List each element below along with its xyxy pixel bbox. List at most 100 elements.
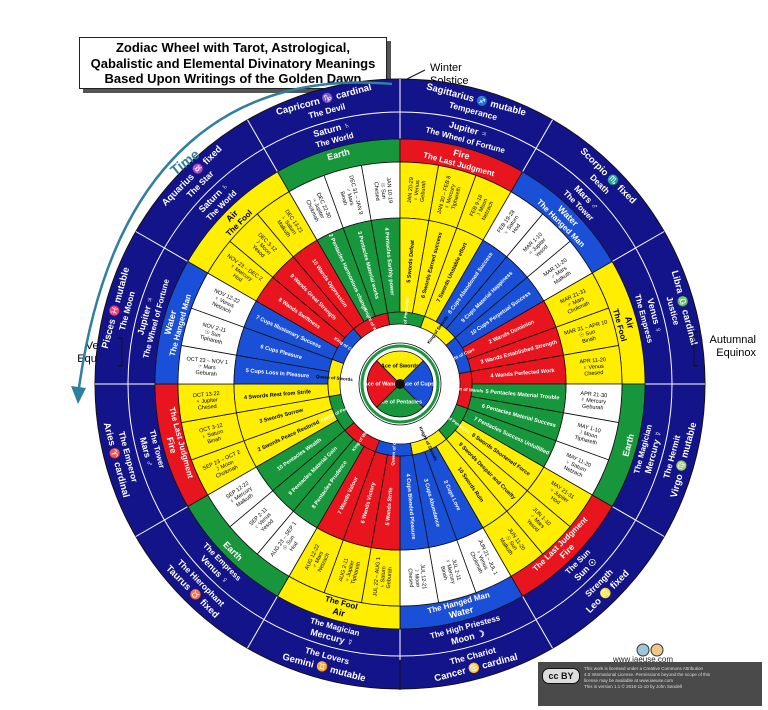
- time-arrow: [76, 81, 393, 396]
- decan-text: JAN 20-29: [407, 177, 415, 203]
- court-card-sector: [353, 312, 391, 339]
- decan-text: Hod: [231, 273, 243, 284]
- minor-card-text: 4 Wands Perfected Work: [490, 368, 555, 380]
- decan-text: Binah: [582, 336, 597, 345]
- license-line: This work is licensed under a Creative C…: [584, 666, 704, 671]
- minor-card-text-group: 4 Swords Rest from Strife: [244, 389, 312, 401]
- decan-text: Chesed: [406, 568, 414, 587]
- sign-divider: [135, 506, 189, 537]
- ace-label: Ace of Pentacles: [378, 400, 422, 406]
- decan-text: APR 21-30: [580, 391, 607, 399]
- minor-card-text: 4 Pentacles Earthly power: [383, 227, 395, 296]
- decan-text: Binah: [339, 191, 348, 206]
- decan-text: ♃ Jupiter: [344, 560, 356, 583]
- decan-text: Geburah: [195, 370, 217, 378]
- title-line-2: Qabalistic and Elemental Divinatory Mean…: [90, 55, 376, 71]
- decan-text: Binah: [207, 436, 222, 445]
- ace-label: Ace of Swords: [381, 363, 419, 369]
- ace-label: Ace of Cups: [402, 381, 434, 387]
- logo-url: www.iaeuse.com: [613, 655, 674, 664]
- decan-text: JUL 12-21: [419, 564, 427, 590]
- sign-planet-divider: [127, 111, 673, 657]
- decan-text: OCT 13-22: [192, 391, 220, 399]
- decan-text: JAN 10-19: [385, 177, 393, 203]
- court-card-text: Queen of Pentacles: [401, 297, 410, 340]
- decan-text: APR 11-20: [579, 357, 606, 365]
- iaeuse-logo-icon: [636, 643, 664, 657]
- element-label: Fire: [165, 436, 179, 455]
- decan-text: ♄ Saturn: [201, 429, 224, 440]
- minor-card-text-group: 5 Cups Loss in Pleasure: [245, 368, 309, 380]
- time-arrowhead-icon: [71, 386, 86, 404]
- court-card-text-group: Queen of Pentacles: [401, 297, 410, 340]
- minor-card-text: 5 Cups Loss in Pleasure: [245, 368, 309, 380]
- minor-card-text-group: 4 Cups Blended Pleasure: [404, 473, 416, 539]
- decan-text: ♄ Saturn: [380, 566, 388, 588]
- decan-text: Geburah: [386, 567, 394, 589]
- winter-solstice-pointer: [404, 69, 426, 81]
- decan-text: Hod: [289, 541, 300, 553]
- decan-text: ☉ Sun: [379, 182, 387, 199]
- decan-text: Hod: [549, 495, 561, 506]
- decan-text: Tiphareth: [574, 435, 598, 447]
- element-label: Fire: [452, 148, 471, 162]
- minor-card-text: 5 Swords Defeat: [406, 240, 416, 283]
- minor-card-text-group: 4 Wands Perfected Work: [490, 368, 555, 380]
- minor-card-text-group: 4 Pentacles Earthly power: [383, 227, 395, 296]
- sign-divider: [522, 119, 553, 173]
- decan-text: Chesed: [584, 370, 603, 378]
- sign-divider: [522, 595, 553, 649]
- decan-text: ♀ Venus: [583, 364, 605, 372]
- element-label: Air: [623, 315, 636, 330]
- decan-text: MAY 1-10: [577, 423, 602, 435]
- court-card-text-group: Queen of Cups: [390, 433, 398, 466]
- ace-green-band: [360, 344, 440, 424]
- decan-text: OCT 23 – NOV 1: [186, 356, 228, 366]
- decan-text: ♃ Jupiter: [195, 397, 218, 405]
- minor-card-text-group: 5 Swords Defeat: [406, 240, 416, 283]
- court-card-text-group: Queen of Swords: [316, 374, 354, 382]
- sign-divider: [135, 231, 189, 262]
- sign-divider: [247, 595, 278, 649]
- sign-divider: [611, 231, 665, 262]
- minor-card-text: 4 Cups Blended Pleasure: [404, 473, 416, 539]
- minor-card-text-group: 5 Wands Strife: [385, 487, 394, 525]
- minor-card-text: 5 Wands Strife: [385, 487, 394, 525]
- sign-divider: [611, 506, 665, 537]
- vernal-equinox-bracket: [118, 337, 123, 367]
- decan-text: Tiphareth: [350, 561, 362, 585]
- decan-text: JUL 22 – AUG 1: [373, 557, 382, 597]
- decan-text: Geburah: [582, 404, 604, 412]
- decan-text: ☉ Sun: [204, 328, 222, 339]
- sign-divider: [247, 119, 278, 173]
- decan-text: ♂ Mars: [344, 187, 354, 206]
- license-box: cc BY This work is licensed under a Crea…: [538, 662, 762, 706]
- decan-text: ☿ Mercury: [580, 397, 606, 405]
- element-label: Air: [331, 606, 346, 619]
- court-card-text: Queen of Wands: [448, 385, 484, 393]
- ace-label: Ace of Wands: [364, 381, 400, 387]
- title-box: Zodiac Wheel with Tarot, Astrological, Q…: [79, 37, 387, 89]
- minor-card-text: 4 Swords Rest from Strife: [244, 389, 312, 401]
- court-card-text: Queen of Cups: [390, 433, 398, 466]
- court-card-text: Queen of Swords: [316, 374, 354, 382]
- decan-text: Hod: [511, 223, 522, 235]
- title-line-1: Zodiac Wheel with Tarot, Astrological,: [115, 40, 351, 55]
- decan-text: JUL 2-11: [450, 559, 461, 582]
- court-card-text-group: Queen of Wands: [448, 385, 484, 393]
- decan-text: ♂ Mars: [198, 364, 217, 372]
- license-line: This is version 1.1 © 2016-11-10 by John…: [584, 684, 683, 689]
- decan-text: ♀ Venus: [413, 180, 421, 202]
- decan-text: ☽ Moon: [413, 567, 422, 588]
